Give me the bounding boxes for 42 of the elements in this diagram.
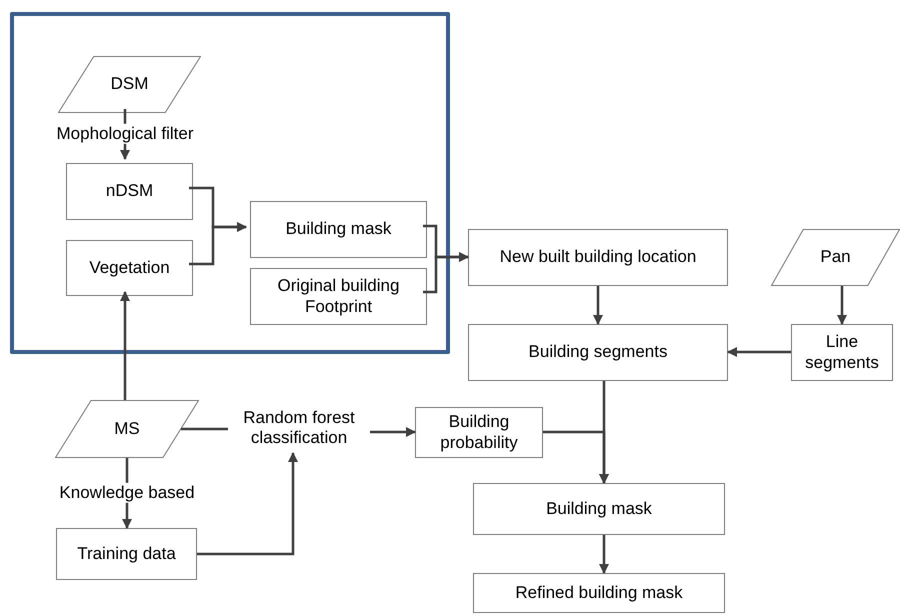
arrow [189, 222, 247, 266]
process-box [468, 324, 728, 381]
process-box [56, 528, 197, 580]
process-box [473, 573, 725, 613]
process-box [66, 163, 193, 220]
arrow [593, 286, 603, 325]
node-label: Vegetation [89, 258, 170, 278]
group-frame [10, 12, 450, 354]
node-label: Refined building mask [515, 582, 683, 604]
edge-label: Mophological filter [56, 124, 194, 144]
process-box [468, 229, 728, 286]
arrow [837, 286, 847, 325]
node-label: Training data [77, 544, 176, 564]
arrow [370, 427, 416, 437]
data-parallelogram [55, 400, 199, 458]
process-box [250, 201, 427, 258]
data-parallelogram [771, 229, 900, 286]
node-label: Building probability [439, 412, 519, 453]
process-box [250, 268, 427, 325]
node-label: Original building Footprint [276, 276, 400, 317]
process-box [473, 483, 725, 535]
arrow [120, 291, 130, 400]
node-label: MS [114, 418, 140, 440]
edge-label: Knowledge based [59, 482, 195, 504]
arrow [543, 430, 609, 484]
node-label: nDSM [106, 181, 154, 202]
process-box [66, 240, 193, 296]
node-label: Building mask [546, 498, 652, 520]
node-label: DSM [110, 74, 148, 95]
arrow [599, 535, 609, 574]
node-label: Building segments [528, 342, 668, 363]
node-label: New built building location [500, 247, 696, 268]
arrow [727, 347, 791, 357]
process-box [415, 407, 543, 458]
node-label: Building mask [286, 219, 392, 240]
node-label: Pan [820, 247, 851, 268]
node-label: Random forest classification [242, 408, 356, 448]
data-parallelogram [58, 56, 201, 113]
arrow [197, 452, 298, 556]
process-box [791, 324, 893, 381]
node-label: Line segments [804, 332, 880, 373]
arrow [423, 252, 469, 294]
